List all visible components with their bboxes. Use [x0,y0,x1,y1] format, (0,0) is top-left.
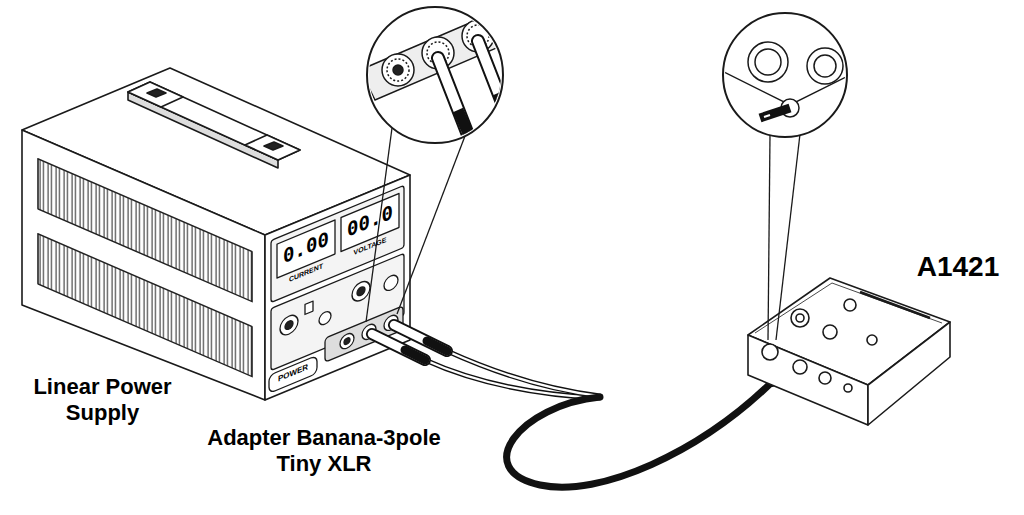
adapter-cable [372,325,772,487]
button-label: POWER [269,358,317,387]
wire [447,351,600,396]
large-connector [748,42,788,82]
a1421-box [748,278,950,425]
knob [352,279,370,304]
connector [819,372,831,384]
connector [793,360,807,374]
terminal-post [382,54,414,86]
leader-line [776,134,800,340]
magnifier-terminals [360,7,515,322]
side-face [22,130,265,400]
connector [844,299,856,311]
terminal-hole [393,65,403,75]
magnifier-content [360,10,515,150]
box-rim [755,283,942,333]
box-strip [860,292,930,318]
xlr-latch [764,115,770,117]
connector-core [796,314,804,322]
magnifier-connector [720,13,860,340]
plug-grip [458,110,475,150]
front-face [265,175,410,400]
label-holder: POWER [269,358,317,387]
knob [280,312,298,337]
display-reading: 0.00 [277,224,335,271]
connector [867,335,877,345]
handle-end [245,135,300,160]
plug [478,41,510,123]
device-label: A1421 [902,250,1014,284]
adapter-label: Adapter Banana-3pole Tiny XLR [198,425,450,478]
handle-bar [128,82,300,160]
vents [38,159,252,377]
terminal-plate [325,306,403,362]
device-label: Linear Power Supply [10,374,195,427]
connector [791,309,809,327]
handle-screw [264,142,283,150]
label-holder: Adapter Banana-3pole Tiny XLR [198,425,450,478]
plug-grip [427,341,447,351]
label-holder: Linear Power Supply [10,374,195,427]
magnifier-content [720,42,860,118]
knob-cap [357,286,365,297]
label-holder: 00.0 [341,197,399,244]
connector [823,325,837,339]
large-connector-ring [814,55,836,77]
handle-screw [147,89,166,97]
knob [319,310,331,327]
control-panel [271,253,404,370]
box-right-face [868,322,950,425]
leader-line [768,135,770,340]
terminal-knurl [387,59,409,81]
xlr-plug [760,108,790,118]
terminal [340,331,354,351]
switch [305,301,313,314]
label-holder: 0.00 [277,224,335,271]
wire-outline [447,351,600,396]
front-panel [269,185,404,393]
leader-line [397,136,465,314]
vent-band [38,234,252,377]
handle-end [128,82,183,107]
label-holder: A1421 [902,250,1014,284]
knob-cap [285,319,293,330]
box-left-face [748,335,868,425]
power-supply [22,68,410,400]
knob [384,273,398,293]
connector [844,384,852,392]
large-connector [807,48,843,84]
connector [762,344,778,360]
display-reading: 00.0 [341,197,399,244]
terminal-hole [344,337,350,345]
plug-outline [478,41,510,123]
plug-grip [405,350,425,360]
plug-grip [498,93,515,133]
power-button [269,355,317,393]
large-connector-ring [755,49,781,75]
xlr-cable [507,382,772,487]
magnifier-circle [723,13,847,137]
